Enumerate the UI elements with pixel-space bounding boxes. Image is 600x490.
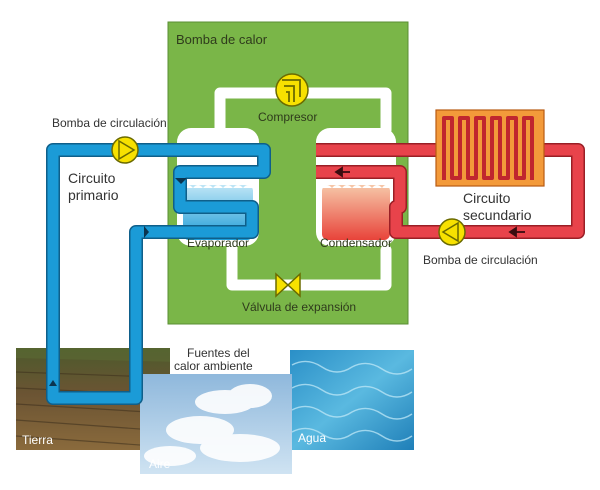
pump-icon-right — [438, 218, 466, 246]
earth-label: Tierra — [22, 433, 53, 447]
ambient-label-line2: calor ambiente — [174, 359, 253, 373]
condenser-label: Condensador — [320, 236, 392, 250]
water-label: Agua — [298, 431, 326, 445]
air-image — [140, 374, 292, 474]
water-image — [290, 350, 414, 450]
left-pump-label: Bomba de circulación — [52, 116, 167, 130]
evaporator-label: Evaporador — [187, 236, 249, 250]
secondary-circuit-label-line1: Circuito — [463, 190, 511, 206]
right-pump-label: Bomba de circulación — [423, 253, 538, 267]
heat-pump-title: Bomba de calor — [176, 32, 268, 47]
condenser — [316, 128, 396, 246]
primary-circuit — [46, 143, 271, 405]
compressor-icon — [275, 73, 309, 107]
primary-circuit-label-line2: primario — [68, 187, 119, 203]
primary-flow-arrows — [49, 178, 187, 386]
pump-icon-left — [111, 136, 139, 164]
compressor-label: Compresor — [258, 110, 317, 124]
expansion-valve-icon — [275, 272, 301, 298]
primary-circuit-label-line1: Circuito — [68, 170, 116, 186]
ambient-label-line1: Fuentes del — [187, 346, 250, 360]
air-label: Aire — [149, 457, 171, 471]
expansion-valve-label: Válvula de expansión — [242, 300, 356, 314]
radiator-icon — [435, 109, 545, 187]
secondary-flow-arrows — [334, 166, 525, 238]
secondary-circuit — [316, 143, 585, 239]
secondary-circuit-label-line2: secundario — [463, 207, 532, 223]
